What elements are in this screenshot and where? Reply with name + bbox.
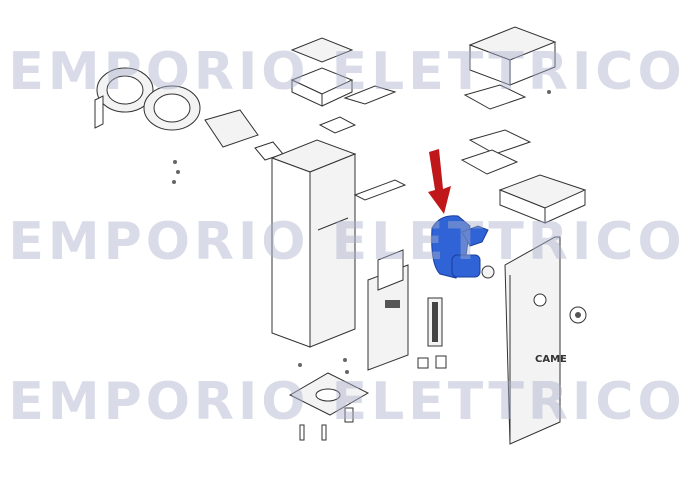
cover-bracket (463, 84, 527, 110)
barrier-pillar (270, 139, 357, 348)
connector (435, 355, 447, 369)
mounting-plate (204, 109, 259, 148)
round-housing-left (96, 67, 154, 113)
base-plate (288, 372, 370, 441)
control-board (367, 249, 409, 371)
brand-label: CAME (535, 354, 567, 365)
lower-bracket (468, 129, 532, 155)
bracket (94, 95, 104, 129)
key-lock (569, 306, 587, 324)
arrow-indicator-icon (428, 149, 451, 214)
control-box (290, 37, 397, 134)
gearmotor-highlighted (431, 215, 489, 279)
connector (417, 357, 429, 369)
shaft-bracket (353, 179, 407, 201)
top-cover (468, 26, 557, 86)
frame-lid (498, 174, 587, 224)
front-panel (504, 236, 561, 445)
round-housing-right (143, 85, 201, 131)
gear-wheel (481, 265, 495, 279)
support-plate (460, 149, 519, 175)
